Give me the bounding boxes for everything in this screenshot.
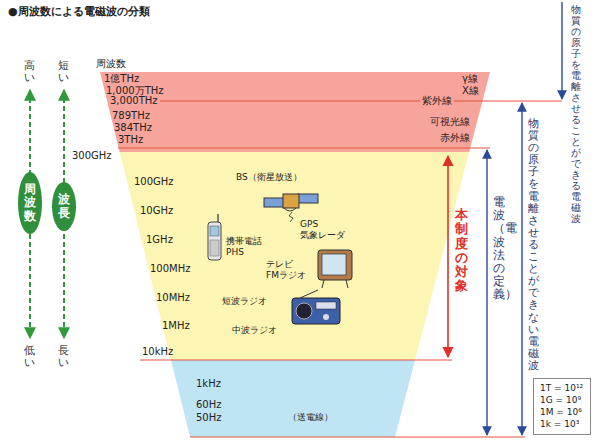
phone-icon: [208, 214, 221, 260]
range-label: 物質の原子を電離させることができる電磁波: [571, 4, 581, 224]
direction-word: 低い: [24, 345, 35, 369]
frequency-label: 100MHz: [150, 263, 190, 275]
use-label: （送電線）: [288, 412, 333, 423]
frequency-label: 1MHz: [162, 320, 190, 332]
wave-name: 可視光線: [430, 116, 470, 128]
direction-word: 高い: [24, 60, 35, 84]
frequency-label: 3THz: [118, 134, 143, 146]
band-blue: [171, 360, 415, 437]
wave-name: 紫外線: [420, 95, 454, 107]
frequency-label: 100GHz: [134, 176, 174, 188]
unit-text: 1M = 10⁶: [540, 406, 584, 418]
range-arrow: [521, 103, 522, 435]
satellite-icon: [264, 194, 318, 222]
use-label: 中波ラジオ: [232, 325, 277, 336]
unit-text: 1G = 10⁹: [540, 394, 584, 406]
title: ●周波数による電磁波の分類: [8, 5, 150, 18]
use-label: 気象レーダ: [300, 230, 345, 241]
boundary-line: [190, 436, 525, 437]
use-label: FMラジオ: [266, 270, 306, 281]
frequency-label: 1GHz: [146, 234, 173, 246]
oval-text: 周波数: [24, 183, 36, 223]
use-label: BS（衛星放送）: [236, 172, 302, 183]
frequency-label: 50Hz: [196, 412, 222, 424]
frequency-label: 1億THz: [104, 73, 139, 85]
boundary-line: [140, 359, 452, 360]
frequency-label: 1kHz: [196, 378, 221, 390]
frequency-label: 10MHz: [156, 292, 190, 304]
frequency-label: 3,000THz: [108, 95, 160, 107]
wave-name: 赤外線: [440, 132, 470, 144]
unit-box: 1T = 10¹²1G = 10⁹1M = 10⁶1k = 10³: [533, 378, 591, 435]
use-label: GPS: [300, 219, 318, 230]
wave-name: γ線: [462, 73, 478, 85]
frequency-label: 60Hz: [196, 399, 222, 411]
use-label: テレビ: [266, 259, 293, 270]
range-label: 電波（電波法の定義）: [493, 196, 505, 302]
axis-heading: 周波数: [96, 58, 126, 70]
frequency-label: 789THz: [112, 110, 150, 122]
radio-icon: [292, 290, 340, 324]
frequency-label: 10kHz: [142, 346, 173, 358]
oval-text: 波長: [58, 193, 70, 219]
wavelength-oval: 波長: [52, 182, 76, 231]
direction-word: 短い: [58, 60, 69, 84]
range-label: 本制度の対象: [455, 208, 468, 294]
use-label: 短波ラジオ: [222, 296, 267, 307]
range-arrow: [447, 156, 449, 357]
band-red: [100, 72, 490, 152]
unit-text: 1T = 10¹²: [540, 382, 584, 394]
frequency-oval: 周波数: [18, 172, 42, 234]
boundary-line: [108, 100, 562, 101]
range-arrow: [486, 150, 487, 435]
unit-text: 1k = 10³: [540, 418, 584, 430]
use-label: 携帯電話: [226, 236, 262, 247]
tv-icon: [318, 250, 352, 288]
frequency-label: 384THz: [114, 122, 152, 134]
direction-word: 長い: [58, 345, 69, 369]
boundary-line: [118, 147, 490, 148]
use-label: PHS: [226, 247, 244, 258]
range-label: 物質の原子を電離させることができない電磁波: [528, 118, 539, 372]
band-yellow: [120, 152, 470, 360]
frequency-label: 10GHz: [140, 205, 173, 217]
wave-name: X線: [462, 85, 479, 97]
range-arrow: [561, 2, 562, 99]
frequency-label: 300GHz: [72, 150, 112, 162]
